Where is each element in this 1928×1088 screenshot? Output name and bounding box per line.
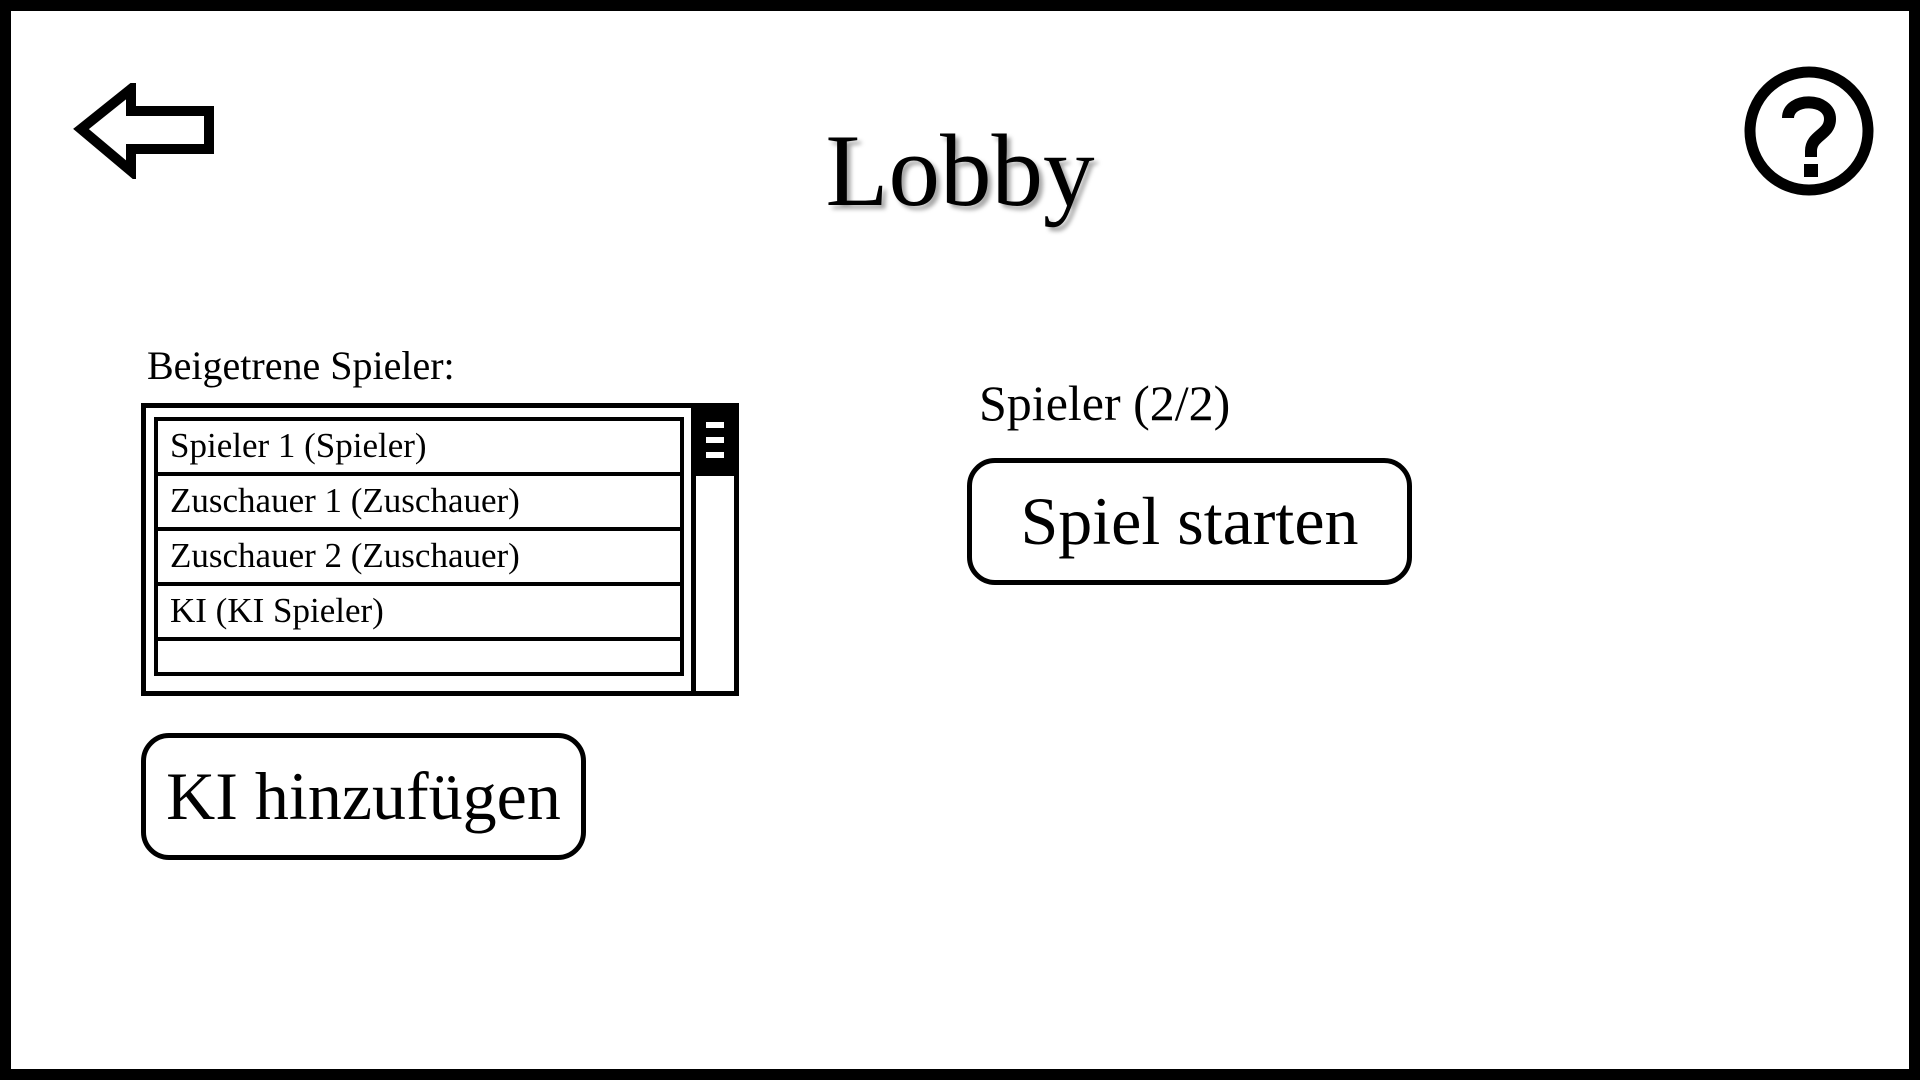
list-item[interactable]: Zuschauer 1 (Zuschauer) [158, 476, 680, 531]
grip-line-icon [706, 452, 724, 458]
list-item[interactable]: Spieler 1 (Spieler) [158, 421, 680, 476]
back-button[interactable] [73, 78, 219, 182]
page-title: Lobby [825, 114, 1095, 228]
arrow-left-icon [73, 78, 214, 182]
list-item[interactable]: KI (KI Spieler) [158, 586, 680, 641]
grip-line-icon [706, 437, 724, 443]
joined-players-label: Beigetrene Spieler: [147, 343, 455, 388]
player-count-label: Spieler (2/2) [979, 375, 1231, 431]
help-button[interactable] [1741, 63, 1877, 199]
joined-players-list[interactable]: Spieler 1 (Spieler) Zuschauer 1 (Zuschau… [141, 403, 739, 696]
add-ai-button[interactable]: KI hinzufügen [141, 733, 586, 860]
start-game-button[interactable]: Spiel starten [967, 458, 1412, 585]
players-list-area: Spieler 1 (Spieler) Zuschauer 1 (Zuschau… [154, 417, 684, 676]
scrollbar-thumb[interactable] [696, 408, 734, 476]
question-circle-icon [1744, 66, 1874, 196]
grip-line-icon [706, 422, 724, 428]
list-item[interactable]: Zuschauer 2 (Zuschauer) [158, 531, 680, 586]
list-item-empty[interactable] [158, 641, 680, 692]
list-scrollbar[interactable] [691, 408, 734, 691]
